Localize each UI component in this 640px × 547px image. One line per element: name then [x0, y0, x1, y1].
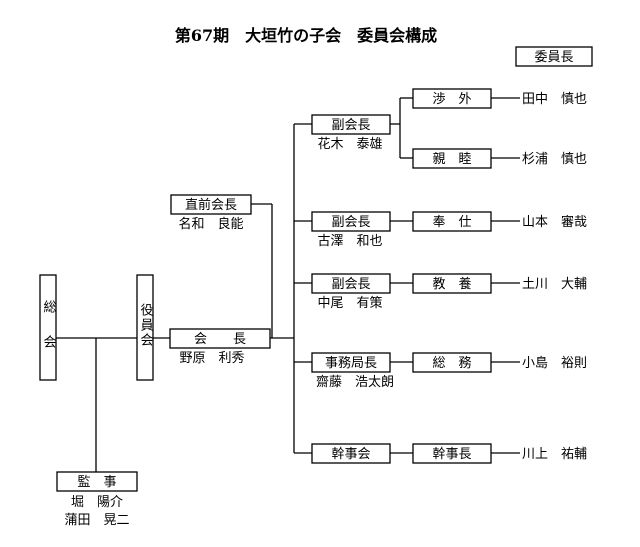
- fuku2-label: 副会長: [331, 215, 370, 230]
- kaicho-label: 会 長: [194, 332, 246, 347]
- node-fukukaicho-3: 副会長 中尾 有策: [311, 273, 391, 311]
- committee-houshi: 奉 仕: [412, 211, 492, 232]
- committee-chair-name: 山本 審哉: [522, 215, 587, 230]
- committee-label: 親 睦: [432, 151, 471, 167]
- legend-box: [515, 46, 593, 67]
- fuku1-label: 副会長: [331, 118, 370, 133]
- fuku3-name: 中尾 有策: [317, 295, 382, 311]
- committee-label: 渉 外: [432, 92, 471, 107]
- committee-label: 幹事長: [432, 446, 471, 462]
- committee-soumu: 総 務: [412, 352, 492, 373]
- fuku3-label: 副会長: [331, 277, 370, 292]
- kanjikai-label: 幹事会: [331, 446, 370, 462]
- node-yakuinkai: 役員会: [136, 274, 154, 381]
- zenkaicho-label: 直前会長: [185, 197, 237, 213]
- jimukyoku-name: 齋藤 浩太朗: [316, 374, 394, 390]
- committee-chair-name: 小島 裕則: [522, 356, 587, 371]
- node-zenkaicho: 直前会長 名和 良能: [170, 194, 252, 232]
- fuku2-name: 古澤 和也: [317, 234, 382, 249]
- auditor-label: 監 事: [77, 474, 116, 490]
- committee-kanjicho: 幹事長: [412, 443, 492, 464]
- node-kaicho: 会 長 野原 利秀: [169, 328, 271, 366]
- committee-label: 総 務: [432, 356, 471, 371]
- legend-label: 委員長: [534, 50, 573, 65]
- committee-chair-name: 川上 祐輔: [522, 447, 587, 462]
- connector-lines: [51, 97, 520, 472]
- committee-label: 奉 仕: [432, 215, 471, 230]
- node-kanji-auditor: 監 事 堀 陽介 蒲田 晃二: [56, 471, 138, 528]
- node-fukukaicho-2: 副会長 古澤 和也: [311, 211, 391, 249]
- node-soukai: 総会: [39, 274, 57, 381]
- soukai-label: 総会: [41, 300, 57, 370]
- jimukyoku-label: 事務局長: [325, 356, 377, 371]
- auditor-name-1: 堀 陽介: [71, 495, 123, 510]
- committee-kyouyou: 教 養: [412, 273, 492, 294]
- committee-shinboku: 親 睦: [412, 148, 492, 169]
- node-jimukyokucho: 事務局長 齋藤 浩太朗: [311, 352, 394, 390]
- committee-chair-name: 杉浦 慎也: [522, 152, 587, 167]
- yakuinkai-label: 役員会: [138, 303, 154, 348]
- committee-chair-name: 田中 慎也: [522, 92, 587, 107]
- zenkaicho-name: 名和 良能: [178, 216, 243, 232]
- committee-shogai: 渉 外: [412, 88, 492, 109]
- committee-chair-name: 土川 大輔: [522, 277, 587, 292]
- node-fukukaicho-1: 副会長 花木 泰雄: [311, 114, 391, 152]
- committee-label: 教 養: [432, 276, 471, 292]
- chart-title: 第67期 大垣竹の子会 委員会構成: [175, 26, 437, 45]
- kaicho-name: 野原 利秀: [179, 351, 244, 366]
- node-kanjikai: 幹事会: [311, 443, 391, 464]
- auditor-name-2: 蒲田 晃二: [64, 513, 129, 528]
- fuku1-name: 花木 泰雄: [317, 136, 382, 152]
